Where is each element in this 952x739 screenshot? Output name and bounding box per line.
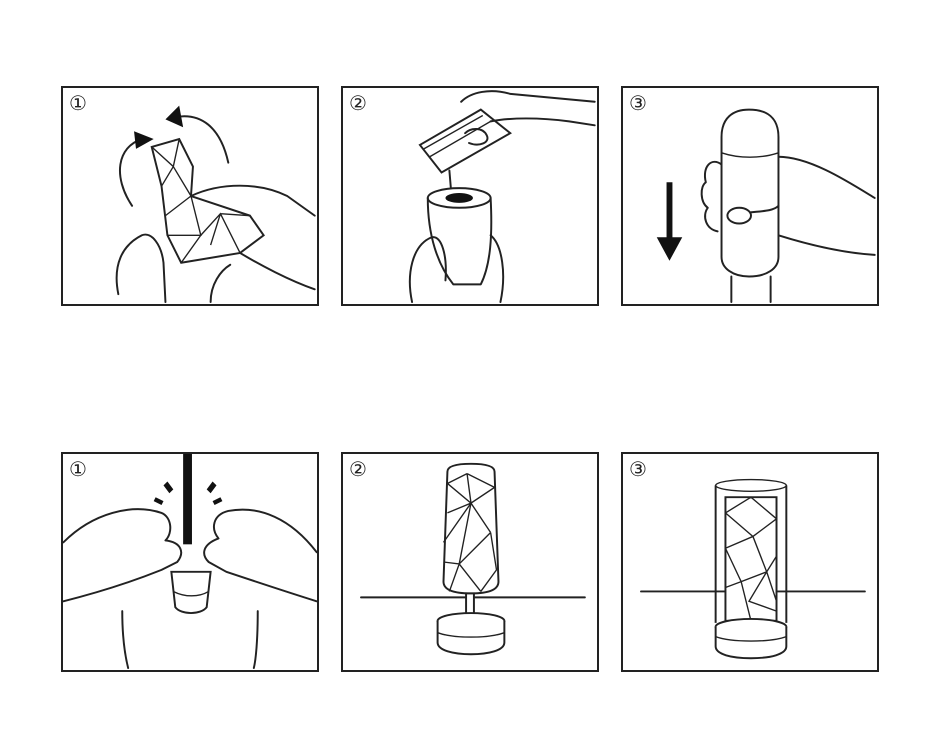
dry-on-stand-icon xyxy=(360,462,586,656)
step-number: ① xyxy=(69,91,87,115)
store-in-case-icon xyxy=(640,478,866,660)
step-panel-top-1: ① xyxy=(61,86,319,306)
step-panel-bottom-1: ① xyxy=(61,452,319,672)
press-down-icon xyxy=(656,108,876,304)
rinse-inner-icon xyxy=(63,454,317,670)
step-number: ③ xyxy=(629,457,647,481)
step-number: ① xyxy=(69,457,87,481)
step-panel-bottom-2: ② xyxy=(341,452,599,672)
step-panel-bottom-3: ③ xyxy=(621,452,879,672)
step-number: ③ xyxy=(629,91,647,115)
step-panel-top-3: ③ xyxy=(621,86,879,306)
step-number: ② xyxy=(349,457,367,481)
step-panel-top-2: ② xyxy=(341,86,599,306)
crumple-sleeve-icon xyxy=(115,105,316,304)
pour-lubricant-icon xyxy=(408,90,596,304)
step-number: ② xyxy=(349,91,367,115)
